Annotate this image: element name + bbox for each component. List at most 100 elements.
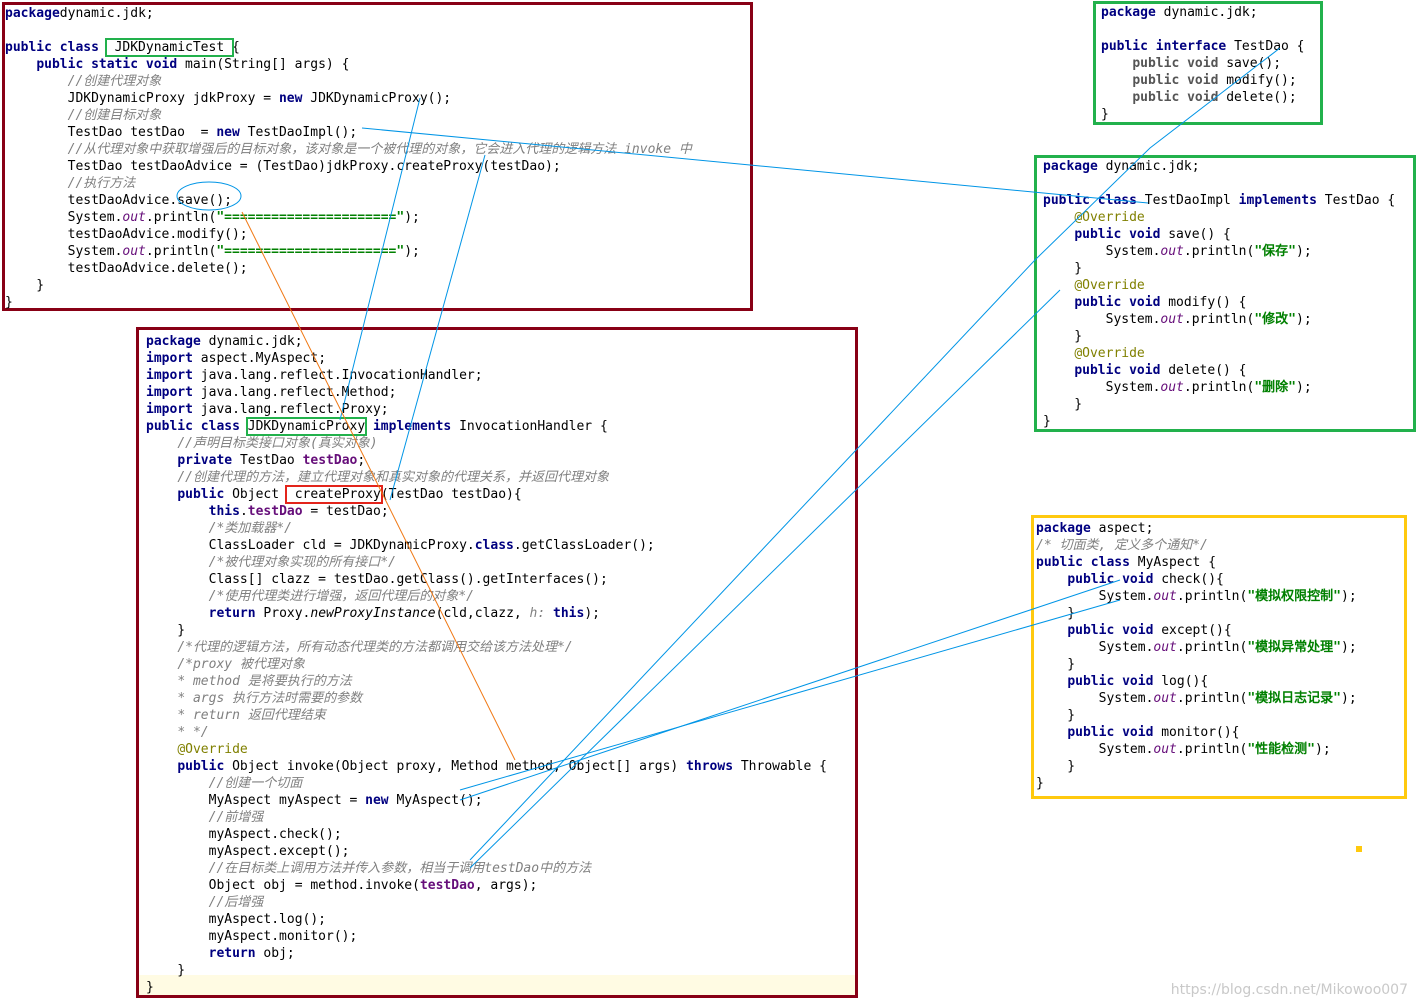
code-token: TestDao { bbox=[1324, 193, 1396, 208]
code-token: ClassLoader cld = JDKDynamicProxy. bbox=[146, 538, 475, 553]
code-line: public void delete(); bbox=[1101, 89, 1305, 106]
code-token: modify(); bbox=[1226, 73, 1297, 88]
code-token: out bbox=[1153, 691, 1177, 706]
code-token: private bbox=[177, 453, 240, 468]
code-line: myAspect.log(); bbox=[146, 911, 827, 928]
code-token: } bbox=[5, 295, 13, 310]
code-token bbox=[1043, 363, 1074, 378]
code-line: import aspect.MyAspect; bbox=[146, 350, 827, 367]
code-token: h: bbox=[529, 606, 554, 621]
code-line: //声明目标类接口对象(真实对象) bbox=[146, 435, 827, 452]
code-token bbox=[146, 436, 177, 451]
code-token: JDKDynamicTest bbox=[104, 38, 234, 57]
code-line: public void delete() { bbox=[1043, 362, 1395, 379]
code-line: } bbox=[1043, 260, 1395, 277]
code-token: Object bbox=[232, 487, 287, 502]
code-token: } bbox=[1043, 329, 1083, 344]
code-line: public class TestDaoImpl implements Test… bbox=[1043, 192, 1395, 209]
code-token: System. bbox=[1043, 244, 1161, 259]
code-token: public void bbox=[1132, 73, 1227, 88]
code-line: public void log(){ bbox=[1036, 673, 1357, 690]
code-token: package bbox=[5, 6, 60, 21]
code-line: //在目标类上调用方法并传入参数，相当于调用testDao中的方法 bbox=[146, 860, 827, 877]
code-token: MyAspect(); bbox=[396, 793, 483, 808]
code-line: } bbox=[146, 622, 827, 639]
code-line: } bbox=[146, 962, 827, 979]
code-token: JDKDynamicProxy(); bbox=[310, 91, 452, 106]
code-token: import bbox=[146, 368, 201, 383]
code-line: package dynamic.jdk; bbox=[1043, 158, 1395, 175]
code-token: implements bbox=[365, 419, 460, 434]
jdkdynamictest-code: packagedynamic.jdk; public class JDKDynam… bbox=[5, 5, 692, 311]
code-token: ); bbox=[1341, 691, 1357, 706]
code-token: ); bbox=[1341, 640, 1357, 655]
code-token: except(){ bbox=[1161, 623, 1232, 638]
code-token: .println( bbox=[1176, 742, 1248, 757]
code-token bbox=[146, 589, 209, 604]
code-token: myAspect.except(); bbox=[146, 844, 350, 859]
code-token: dynamic.jdk; bbox=[1163, 5, 1258, 20]
code-token: @Override bbox=[1074, 278, 1145, 293]
code-token: testDao bbox=[419, 878, 475, 893]
code-line bbox=[5, 22, 692, 39]
watermark: https://blog.csdn.net/Mikowoo007 bbox=[1170, 982, 1408, 998]
code-token: } bbox=[1043, 414, 1051, 429]
code-token bbox=[1043, 295, 1074, 310]
code-token: System. bbox=[1043, 380, 1161, 395]
code-token: public class bbox=[5, 40, 107, 55]
code-line: package dynamic.jdk; bbox=[146, 333, 827, 350]
code-line: System.out.println("性能检测"); bbox=[1036, 741, 1357, 758]
code-token: "性能检测" bbox=[1247, 742, 1315, 757]
code-token: TestDao testDao = bbox=[5, 125, 217, 140]
code-line: } bbox=[146, 979, 827, 996]
code-line: myAspect.except(); bbox=[146, 843, 827, 860]
myaspect-code: package aspect;/* 切面类, 定义多个通知*/public cl… bbox=[1036, 520, 1357, 792]
code-token: TestDao bbox=[239, 453, 303, 468]
code-line: ClassLoader cld = JDKDynamicProxy.class.… bbox=[146, 537, 827, 554]
code-line bbox=[1101, 21, 1305, 38]
code-line: //前增强 bbox=[146, 809, 827, 826]
code-token: testDaoAdvice.save(); bbox=[5, 193, 232, 208]
code-token: Proxy. bbox=[263, 606, 311, 621]
code-token: delete() { bbox=[1168, 363, 1247, 378]
code-token: dynamic.jdk; bbox=[59, 6, 154, 21]
code-token: * method 是将要执行的方法 bbox=[177, 674, 352, 689]
code-line: } bbox=[1036, 605, 1357, 622]
code-line: } bbox=[1043, 413, 1395, 430]
code-line: } bbox=[1036, 775, 1357, 792]
code-token: ); bbox=[404, 244, 420, 259]
code-line: /*被代理对象实现的所有接口*/ bbox=[146, 554, 827, 571]
code-token bbox=[146, 691, 177, 706]
code-line: System.out.println("模拟日志记录"); bbox=[1036, 690, 1357, 707]
code-token: System. bbox=[5, 210, 123, 225]
code-token: class bbox=[474, 538, 514, 553]
code-token bbox=[146, 946, 209, 961]
code-line: public class JDKDynamicTest { bbox=[5, 38, 692, 57]
code-token bbox=[146, 504, 209, 519]
code-line: TestDao testDao = new TestDaoImpl(); bbox=[5, 124, 692, 141]
code-token: } bbox=[1101, 107, 1109, 122]
code-token: package bbox=[146, 334, 209, 349]
code-token: .println( bbox=[1183, 380, 1255, 395]
code-line: } bbox=[1036, 758, 1357, 775]
code-token: testDaoAdvice.modify(); bbox=[5, 227, 248, 242]
code-line: /*类加载器*/ bbox=[146, 520, 827, 537]
code-token bbox=[146, 606, 209, 621]
code-line: //创建一个切面 bbox=[146, 775, 827, 792]
code-token: .println( bbox=[1183, 244, 1255, 259]
code-line: public void except(){ bbox=[1036, 622, 1357, 639]
code-token: * args 执行方法时需要的参数 bbox=[177, 691, 363, 706]
code-token: @Override bbox=[177, 742, 248, 757]
code-token bbox=[1043, 346, 1074, 361]
code-token: /* 切面类, 定义多个通知*/ bbox=[1036, 538, 1208, 553]
code-token: TestDao testDaoAdvice = (TestDao)jdkProx… bbox=[5, 159, 561, 174]
code-token: public void bbox=[1074, 227, 1169, 242]
code-token: } bbox=[1036, 657, 1076, 672]
code-token: delete(); bbox=[1226, 90, 1297, 105]
code-token bbox=[1043, 278, 1074, 293]
code-token: } bbox=[146, 980, 154, 995]
code-line: packagedynamic.jdk; bbox=[5, 5, 692, 22]
code-token: //创建代理对象 bbox=[67, 74, 162, 89]
code-token: ); bbox=[1341, 589, 1357, 604]
code-token bbox=[146, 487, 177, 502]
